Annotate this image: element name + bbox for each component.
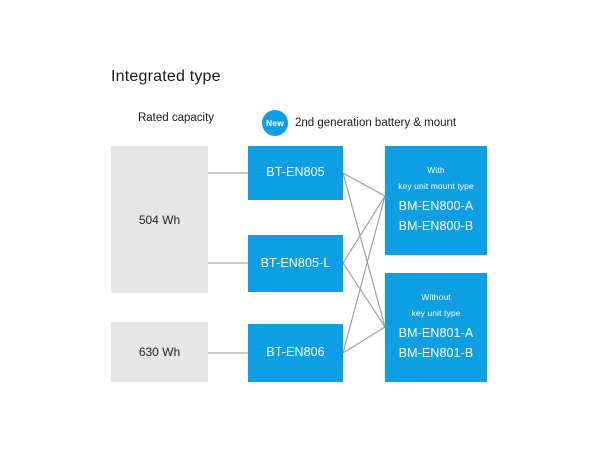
mount-code-a: BM-EN801-A bbox=[398, 326, 474, 341]
column-header-rated-capacity: Rated capacity bbox=[137, 112, 215, 124]
battery-box-bt-en805-l: BT-EN805-L bbox=[248, 235, 343, 292]
mount-code-b: BM-EN801-B bbox=[398, 345, 474, 360]
battery-box-bt-en806: BT-EN806 bbox=[248, 324, 343, 382]
mount-box-with-key-unit: With key unit mount type BM-EN800-A BM-E… bbox=[385, 146, 487, 255]
column-header-generation: New 2nd generation battery & mount bbox=[262, 110, 456, 136]
page-title: Integrated type bbox=[111, 68, 221, 85]
mount-subtitle-line1: Without bbox=[421, 292, 451, 303]
mount-code-a: BM-EN800-A bbox=[398, 199, 474, 214]
mount-code-b: BM-EN800-B bbox=[398, 218, 474, 233]
capacity-box-504: 504 Wh bbox=[111, 146, 208, 293]
new-badge: New bbox=[262, 110, 288, 136]
mount-subtitle-line2: key unit type bbox=[411, 308, 461, 319]
battery-label: BT-EN805-L bbox=[260, 255, 331, 270]
capacity-box-630: 630 Wh bbox=[111, 322, 208, 382]
column-header-generation-label: 2nd generation battery & mount bbox=[295, 117, 457, 129]
capacity-label: 504 Wh bbox=[138, 212, 181, 227]
battery-label: BT-EN806 bbox=[266, 345, 325, 360]
capacity-label: 630 Wh bbox=[138, 345, 181, 359]
mount-subtitle-line2: key unit mount type bbox=[398, 181, 474, 192]
mount-subtitle-line1: With bbox=[427, 165, 445, 176]
mount-box-without-key-unit: Without key unit type BM-EN801-A BM-EN80… bbox=[385, 273, 487, 382]
battery-box-bt-en805: BT-EN805 bbox=[248, 146, 343, 200]
battery-label: BT-EN805 bbox=[266, 165, 325, 180]
